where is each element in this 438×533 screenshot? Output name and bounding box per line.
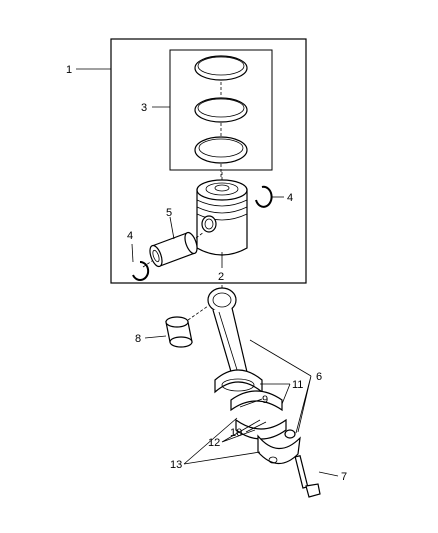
- snap-ring-left: [132, 260, 150, 281]
- rod-bearing-lower: [235, 418, 287, 440]
- callout-7: 7: [341, 471, 347, 483]
- callout-6: 6: [316, 371, 322, 383]
- piston-pin: [149, 231, 198, 268]
- callout-8: 8: [135, 333, 141, 345]
- small-end-bushing: [165, 316, 193, 348]
- rod-bolt: [294, 455, 321, 498]
- callout-4-right: 4: [287, 192, 293, 204]
- callout-12: 12: [208, 437, 220, 449]
- piston-assembly-box: [110, 38, 307, 284]
- connecting-rod: [207, 287, 263, 394]
- piston: [196, 179, 248, 256]
- callout-4-left: 4: [127, 230, 133, 242]
- callout-2: 2: [218, 271, 224, 283]
- rod-bearing-upper: [230, 390, 283, 412]
- callout-9: 9: [262, 394, 268, 406]
- piston-ring-oil: [194, 136, 248, 164]
- leader-lines: [76, 68, 339, 477]
- callout-10: 10: [230, 427, 242, 439]
- piston-ring-middle: [194, 97, 248, 123]
- callout-13: 13: [170, 459, 182, 471]
- snap-ring-right: [255, 185, 273, 208]
- callout-11: 11: [292, 379, 303, 391]
- callout-1: 1: [66, 64, 72, 76]
- callout-5: 5: [166, 207, 172, 219]
- connecting-rod-cap: [257, 429, 301, 465]
- callout-3: 3: [141, 102, 147, 114]
- piston-ring-top: [194, 55, 248, 81]
